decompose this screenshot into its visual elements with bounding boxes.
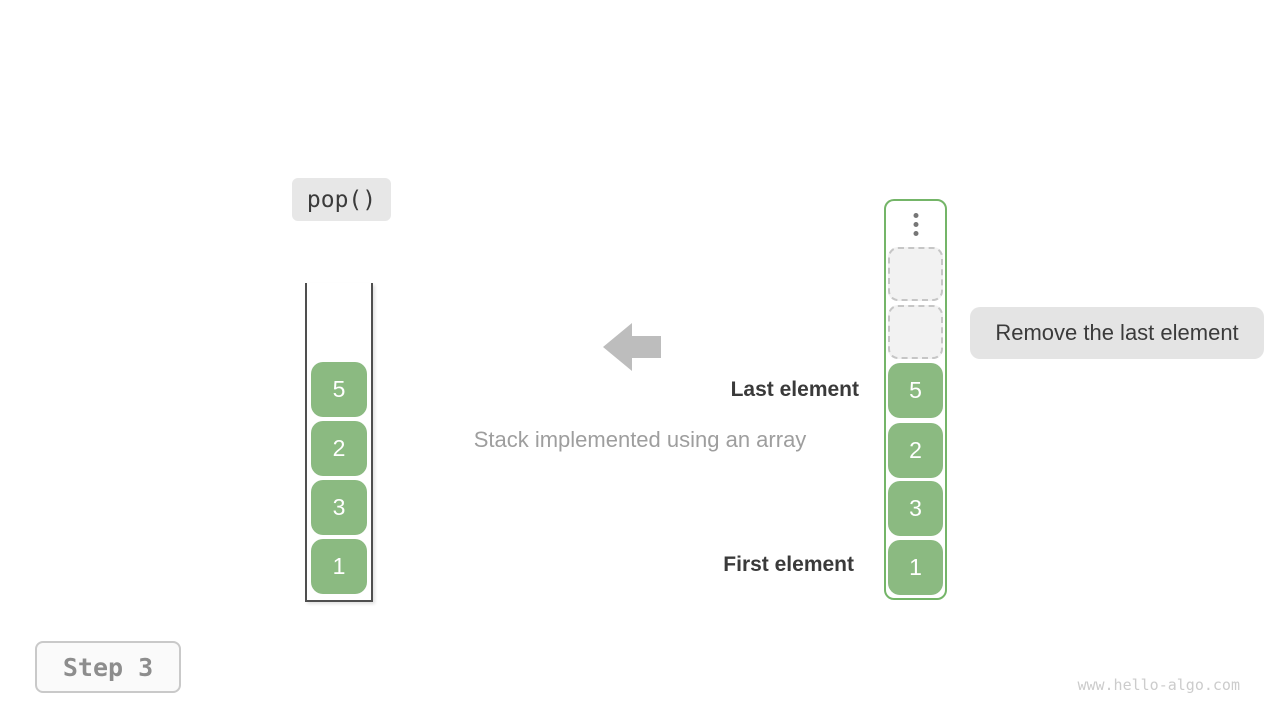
array-cell: 1: [888, 540, 943, 595]
pop-operation-label: pop(): [292, 178, 391, 221]
stack-cell: 2: [311, 421, 367, 476]
stack-cell: 1: [311, 539, 367, 594]
left-arrow-icon: [603, 323, 661, 371]
first-element-label: First element: [723, 553, 854, 576]
step-badge: Step 3: [35, 641, 181, 693]
array-cell: 3: [888, 481, 943, 536]
remove-last-element-label: Remove the last element: [970, 307, 1264, 359]
stack-cell: 3: [311, 480, 367, 535]
caption-text: Stack implemented using an array: [473, 427, 807, 452]
array-cell: 2: [888, 423, 943, 478]
array-cell: 5: [888, 363, 943, 418]
last-element-label: Last element: [730, 378, 859, 401]
stack-cell: 5: [311, 362, 367, 417]
watermark-text: www.hello-algo.com: [1077, 676, 1240, 694]
array-empty-slot: [888, 247, 943, 301]
array-empty-slot: [888, 305, 943, 359]
vertical-ellipsis-icon: [913, 213, 918, 236]
stack-container: 5 2 3 1: [305, 283, 373, 602]
array-container: 5 2 3 1: [884, 199, 947, 600]
